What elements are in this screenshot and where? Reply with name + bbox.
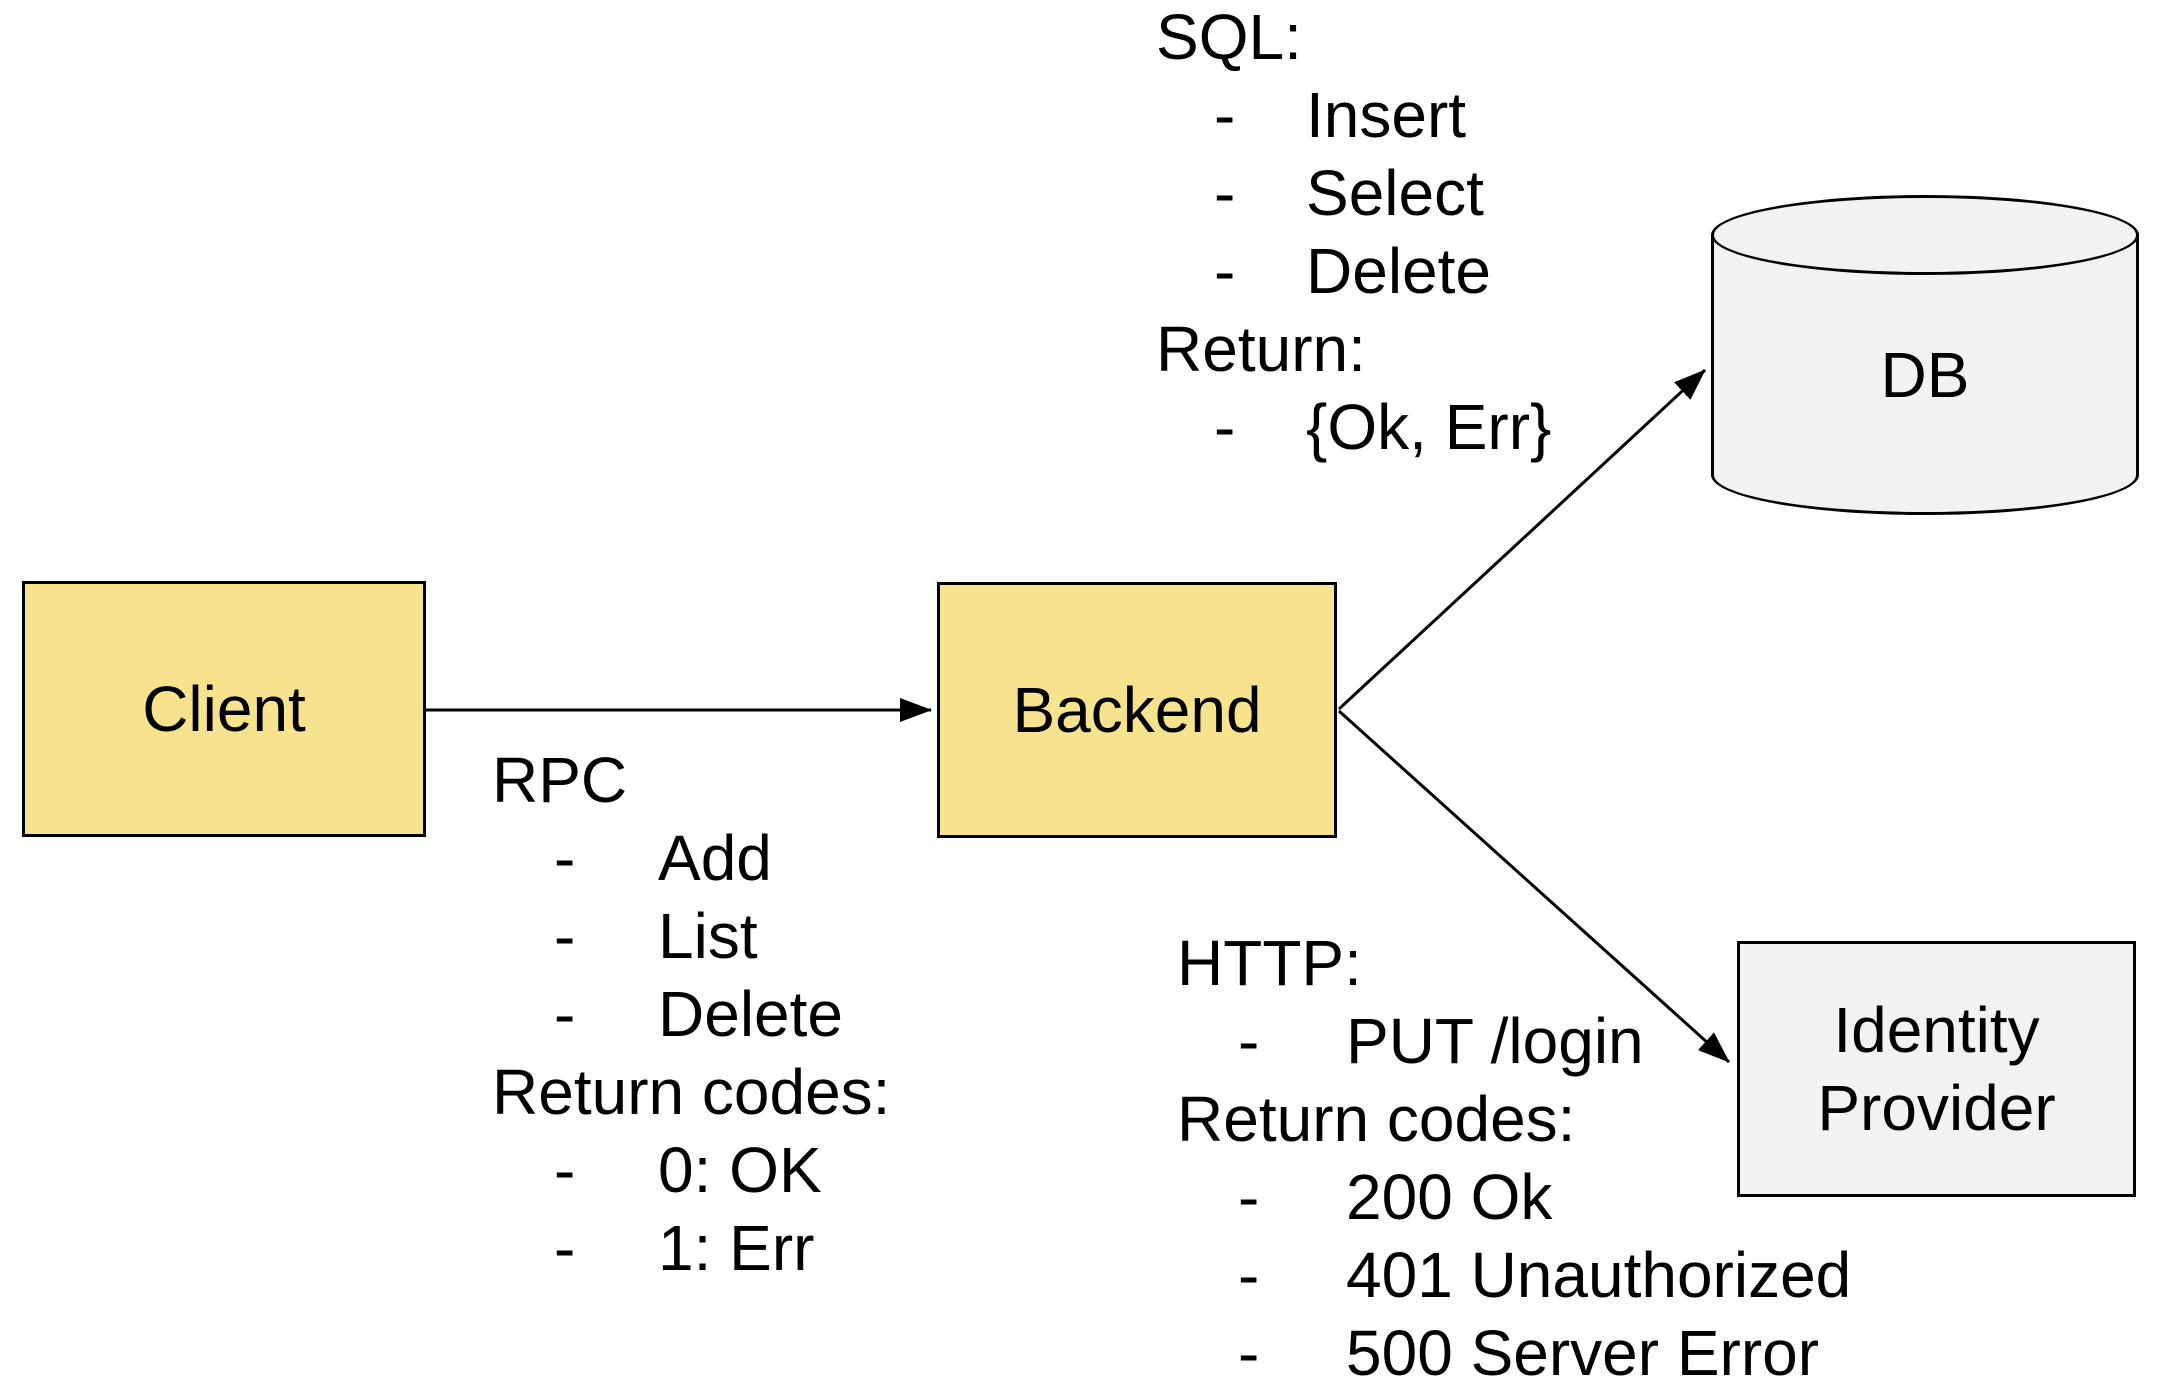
- annotation-header-line: SQL:: [1156, 1, 1302, 73]
- annotation-bullet-line: -Insert: [1156, 76, 1466, 154]
- bullet-dash: -: [554, 1212, 576, 1284]
- node-db: DB: [1711, 195, 2139, 515]
- db-cylinder-body: [1711, 235, 2139, 475]
- node-identity-provider-label-line1: Identity: [1833, 994, 2040, 1066]
- annotation-bullet-line: - List: [492, 897, 890, 975]
- annotation-bullet-line: -Delete: [1156, 232, 1491, 310]
- annotation-header-line: RPC: [492, 744, 628, 816]
- node-backend: Backend: [937, 582, 1337, 838]
- bullet-text: Delete: [1306, 235, 1491, 307]
- bullet-text: 200 Ok: [1346, 1161, 1553, 1233]
- bullet-dash: -: [1214, 157, 1236, 229]
- arrow-backend-to-db: [1337, 368, 1707, 711]
- annotation-bullet-line: - 500 Server Error: [1177, 1314, 1819, 1392]
- bullet-dash: -: [554, 822, 576, 894]
- bullet-text: 500 Server Error: [1346, 1317, 1820, 1389]
- bullet-dash: -: [554, 978, 576, 1050]
- bullet-text: Select: [1306, 157, 1484, 229]
- bullet-dash: -: [1238, 1239, 1260, 1311]
- arrow-backend-to-identity-provider: [1337, 709, 1731, 1064]
- bullet-text: {Ok, Err}: [1306, 391, 1552, 463]
- bullet-dash: -: [1238, 1005, 1260, 1077]
- bullet-text: Delete: [658, 978, 843, 1050]
- bullet-text: List: [658, 900, 758, 972]
- annotation-header-line: Return codes:: [1177, 1083, 1576, 1155]
- annotation-bullet-line: - 401 Unauthorized: [1177, 1236, 1851, 1314]
- node-client: Client: [22, 581, 426, 837]
- annotation-bullet-line: - 200 Ok: [1177, 1158, 1575, 1236]
- bullet-text: 1: Err: [658, 1212, 815, 1284]
- bullet-dash: -: [1214, 391, 1236, 463]
- annotation-bullet-line: -Select: [1156, 154, 1484, 232]
- bullet-text: 401 Unauthorized: [1346, 1239, 1852, 1311]
- bullet-dash: -: [554, 1134, 576, 1206]
- annotation-bullet-line: - PUT /login: [1177, 1002, 1644, 1080]
- node-identity-provider: Identity Provider: [1737, 941, 2136, 1197]
- bullet-text: Add: [658, 822, 772, 894]
- annotation-bullet-line: -{Ok, Err}: [1156, 388, 1551, 466]
- node-backend-label: Backend: [1012, 674, 1262, 746]
- node-client-label: Client: [142, 673, 306, 745]
- db-cylinder-top: [1711, 195, 2139, 275]
- node-db-label: DB: [1880, 339, 1970, 411]
- annotation-bullet-line: - Delete: [492, 975, 890, 1053]
- bullet-text: 0: OK: [658, 1134, 822, 1206]
- bullet-dash: -: [1238, 1317, 1260, 1389]
- annotation-header-line: Return:: [1156, 313, 1366, 385]
- annotation-bullet-line: - 1: Err: [492, 1209, 890, 1287]
- bullet-dash: -: [1238, 1161, 1260, 1233]
- annotation-bullet-line: - Add: [492, 819, 890, 897]
- annotation-header-line: Return codes:: [492, 1056, 891, 1128]
- bullet-text: PUT /login: [1346, 1005, 1644, 1077]
- annotation-header-line: HTTP:: [1177, 927, 1362, 999]
- bullet-text: Insert: [1306, 79, 1467, 151]
- bullet-dash: -: [1214, 235, 1236, 307]
- annotation-bullet-line: - 0: OK: [492, 1131, 890, 1209]
- bullet-dash: -: [1214, 79, 1236, 151]
- bullet-dash: -: [554, 900, 576, 972]
- node-identity-provider-label-line2: Provider: [1817, 1072, 2056, 1144]
